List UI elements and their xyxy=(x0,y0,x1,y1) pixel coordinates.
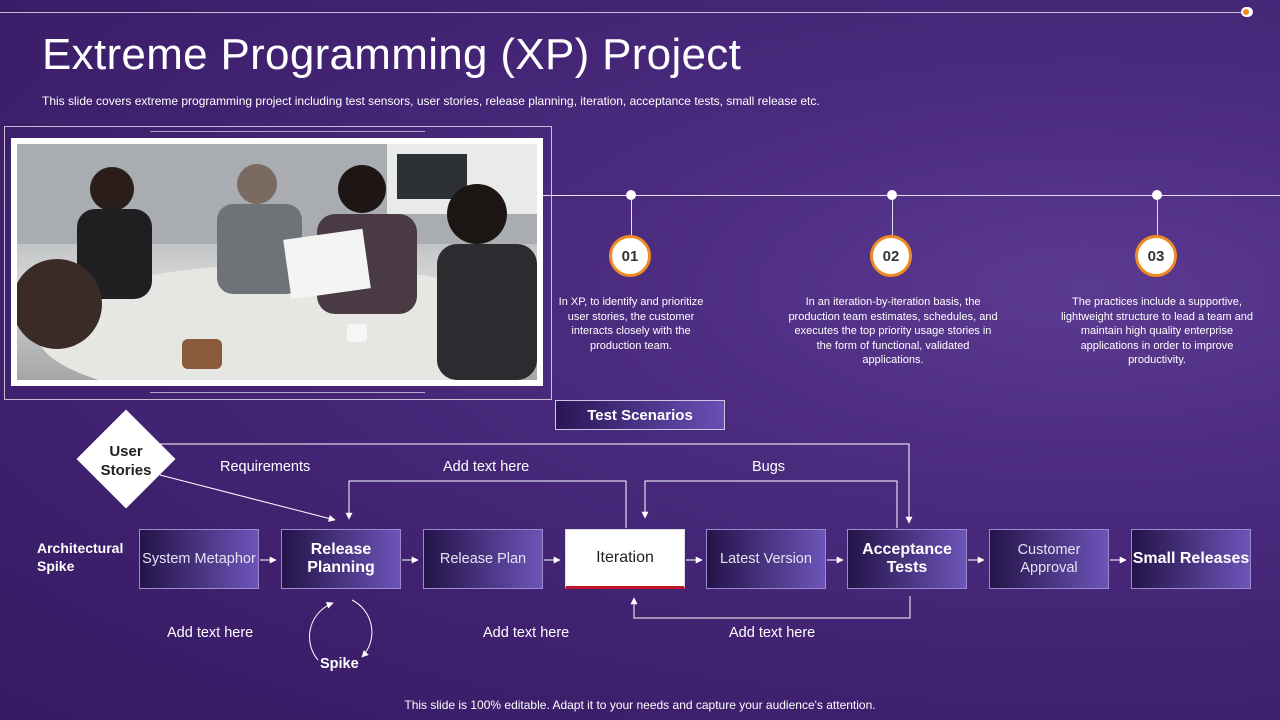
box-iteration: Iteration xyxy=(565,529,685,589)
box-latest-version: Latest Version xyxy=(706,529,826,589)
meeting-photo xyxy=(11,138,543,386)
footer-note: This slide is 100% editable. Adapt it to… xyxy=(404,698,876,712)
requirements-label: Requirements xyxy=(220,459,311,475)
top-rule xyxy=(0,12,1248,13)
add-text-bottom-mid-label: Add text here xyxy=(483,625,570,641)
top-rule-dot xyxy=(1241,7,1253,17)
timeline-stem xyxy=(631,200,632,236)
test-scenarios-label: Test Scenarios xyxy=(555,400,725,430)
add-text-bottom-right-label: Add text here xyxy=(729,625,816,641)
page-title: Extreme Programming (XP) Project xyxy=(42,30,742,79)
box-system-metaphor: System Metaphor xyxy=(139,529,259,589)
timeline-line xyxy=(543,195,1280,196)
step-description: In an iteration-by-iteration basis, the … xyxy=(788,296,998,366)
photo-frame-line xyxy=(150,131,425,132)
bugs-label: Bugs xyxy=(752,459,786,475)
add-text-top-label: Add text here xyxy=(443,459,530,475)
box-acceptance-tests: Acceptance Tests xyxy=(847,529,967,589)
page-subtitle: This slide covers extreme programming pr… xyxy=(42,94,820,108)
box-release-planning: Release Planning xyxy=(281,529,401,589)
step-number-badge: 01 xyxy=(609,235,651,277)
box-customer-approval: Customer Approval xyxy=(989,529,1109,589)
user-stories-label: User Stories xyxy=(100,443,152,479)
meeting-photo-illustration xyxy=(17,144,537,380)
step-number-badge: 03 xyxy=(1135,235,1177,277)
step-description: The practices include a supportive, ligh… xyxy=(1060,296,1253,366)
photo-frame xyxy=(4,126,552,400)
box-small-releases: Small Releases xyxy=(1131,529,1251,589)
architectural-spike-label: Architectural Spike xyxy=(37,540,124,574)
box-release-plan: Release Plan xyxy=(423,529,543,589)
timeline-stem xyxy=(1157,200,1158,236)
photo-frame-line xyxy=(150,392,425,393)
step-number-badge: 02 xyxy=(870,235,912,277)
spike-label: Spike xyxy=(320,656,359,672)
timeline-stem xyxy=(892,200,893,236)
timeline-dot xyxy=(887,190,897,200)
timeline-dot xyxy=(1152,190,1162,200)
step-description: In XP, to identify and prioritize user s… xyxy=(558,296,704,352)
timeline-dot xyxy=(626,190,636,200)
add-text-bottom-left-label: Add text here xyxy=(167,625,254,641)
